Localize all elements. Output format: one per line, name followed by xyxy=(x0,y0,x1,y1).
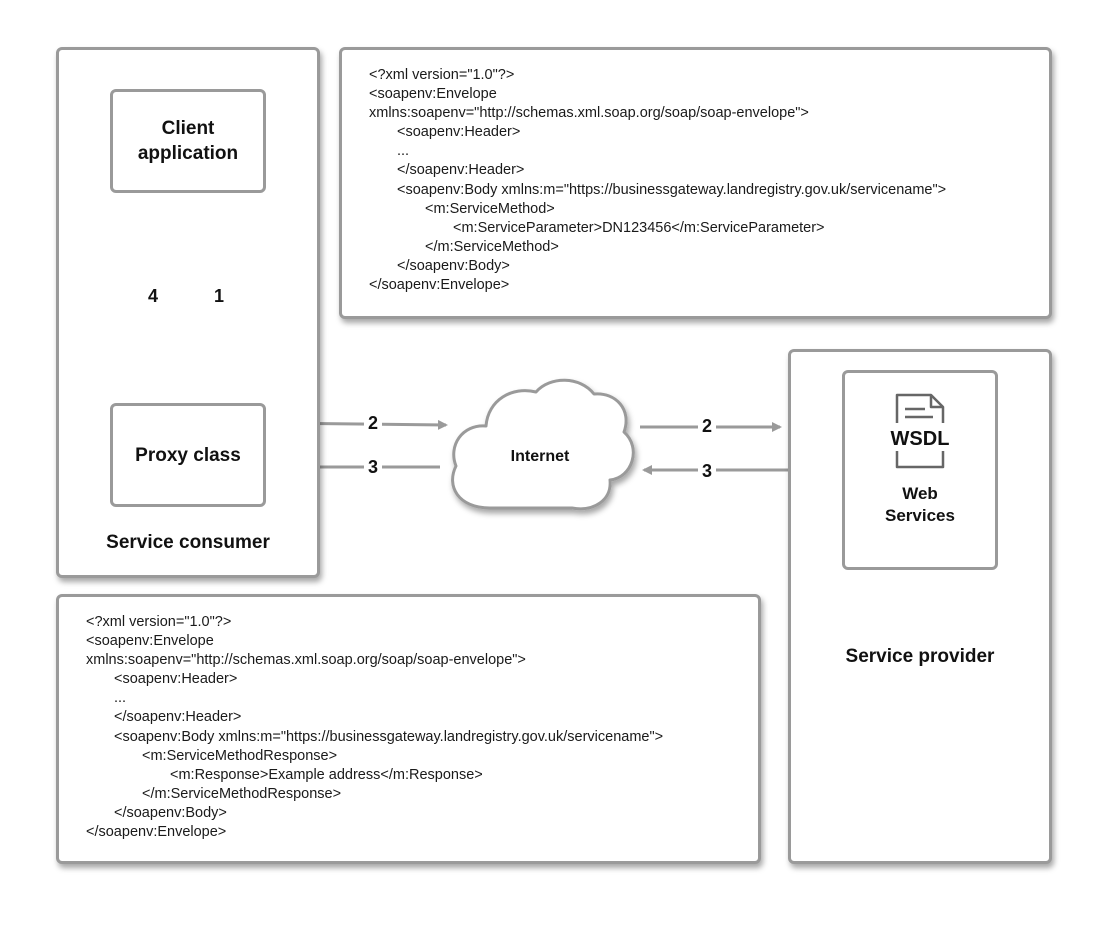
step-4-label: 4 xyxy=(144,286,163,307)
request-xml-line: <soapenv:Body xmlns:m="https://businessg… xyxy=(397,181,947,198)
proxy-class-label: Proxy class xyxy=(135,444,241,466)
request-xml-line: ... xyxy=(397,143,410,160)
request-xml-line: <soapenv:Header> xyxy=(397,124,521,141)
request-xml-code: <?xml version="1.0"?> <soapenv:Envelope … xyxy=(369,66,946,295)
request-xml-line: <?xml version="1.0"?> xyxy=(369,67,515,83)
wsdl-label: WSDL xyxy=(891,428,950,450)
response-xml-line: </soapenv:Envelope> xyxy=(86,824,227,841)
response-xml-line: <m:ServiceMethodResponse> xyxy=(142,747,338,764)
response-xml-line: <?xml version="1.0"?> xyxy=(86,614,232,630)
step-3-left-label: 3 xyxy=(364,457,383,478)
web-services-box[interactable]: WSDL Web Services xyxy=(842,370,998,570)
step-3-right-label: 3 xyxy=(698,461,717,482)
request-xml-line: xmlns:soapenv="http://schemas.xml.soap.o… xyxy=(369,105,809,122)
step-1-label: 1 xyxy=(210,286,229,307)
response-xml-line: <soapenv:Body xmlns:m="https://businessg… xyxy=(114,728,664,745)
client-application-label: Client application xyxy=(137,118,239,164)
response-xml-line: </soapenv:Header> xyxy=(114,709,242,726)
response-xml-line: <m:Response>Example address</m:Response> xyxy=(170,766,483,783)
response-xml-panel xyxy=(56,594,761,864)
request-xml-panel xyxy=(339,47,1052,319)
request-xml-line: </soapenv:Header> xyxy=(397,162,525,179)
response-xml-line: xmlns:soapenv="http://schemas.xml.soap.o… xyxy=(86,652,526,669)
request-xml-line: <m:ServiceParameter>DN123456</m:ServiceP… xyxy=(453,219,825,236)
wsdl-document-icon: WSDL xyxy=(885,393,955,469)
request-xml-line: <soapenv:Envelope xyxy=(369,86,497,103)
web-services-label: Web Services xyxy=(885,484,955,525)
response-xml-line: ... xyxy=(114,690,127,707)
service-consumer-title: Service consumer xyxy=(106,532,270,553)
service-provider-panel xyxy=(788,349,1052,864)
response-xml-line: </soapenv:Body> xyxy=(114,804,227,821)
response-xml-line: <soapenv:Envelope xyxy=(86,633,214,650)
response-xml-code: <?xml version="1.0"?> <soapenv:Envelope … xyxy=(86,613,663,842)
internet-cloud xyxy=(451,378,635,511)
response-xml-line: <soapenv:Header> xyxy=(114,671,238,688)
request-xml-line: </m:ServiceMethod> xyxy=(425,238,559,255)
step-2-left-label: 2 xyxy=(364,413,383,434)
step-2-right-label: 2 xyxy=(698,416,717,437)
proxy-class-box[interactable]: Proxy class xyxy=(110,403,266,507)
request-xml-line: </soapenv:Body> xyxy=(397,257,510,274)
request-xml-line: </soapenv:Envelope> xyxy=(369,277,510,294)
internet-label: Internet xyxy=(510,448,570,465)
client-application-box[interactable]: Client application xyxy=(110,89,266,193)
response-xml-line: </m:ServiceMethodResponse> xyxy=(142,785,342,802)
service-provider-title: Service provider xyxy=(845,646,995,667)
request-xml-line: <m:ServiceMethod> xyxy=(425,200,555,217)
